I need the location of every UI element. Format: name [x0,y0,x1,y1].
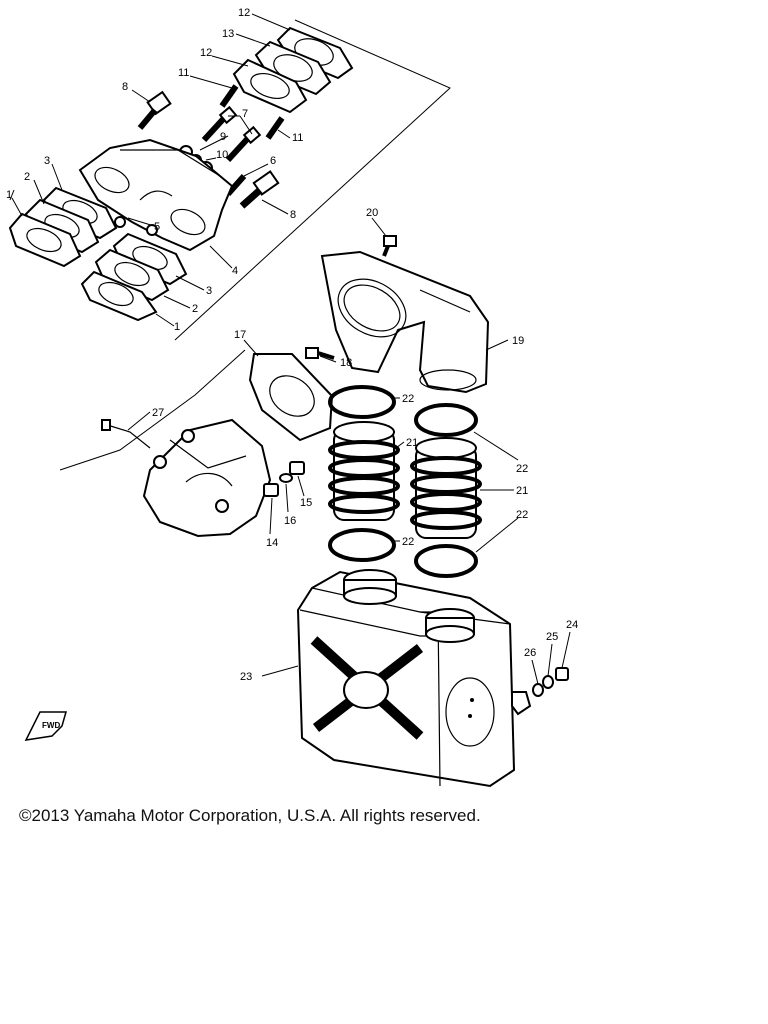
gasket-2-right [94,248,170,302]
intake-silencer-box-23 [296,569,532,788]
callout-18: 18 [340,357,352,369]
callout-1-right: 1 [174,321,180,333]
copyright-notice: ©2013 Yamaha Motor Corporation, U.S.A. A… [19,806,481,825]
manifold-gasket-13 [254,40,332,96]
callout-22-d: 22 [402,536,414,548]
callout-21-b: 21 [516,485,528,497]
nut-15 [289,461,305,475]
carburetor-27 [101,418,272,538]
callout-23: 23 [240,671,252,683]
callout-11-right: 11 [292,132,303,144]
callout-9: 9 [220,131,226,143]
stud-11-right [265,116,285,140]
washer-16 [279,473,293,483]
joint-ring-22-lower-left [328,528,396,562]
callout-16: 16 [284,515,296,527]
callout-17: 17 [234,329,246,341]
joint-ring-22-upper-right [414,403,478,437]
nut-24 [555,667,569,681]
washer-26 [532,683,544,697]
callout-22-c: 22 [516,509,528,521]
parts-exploded-diagram: 12 13 12 11 8 7 11 9 10 6 8 3 2 1 5 4 3 … [6,7,578,788]
intake-manifold-4 [78,138,234,252]
callout-2-left: 2 [24,171,30,183]
callout-2-right: 2 [192,303,198,315]
callout-24: 24 [566,619,578,631]
callout-26: 26 [524,647,536,659]
callout-19: 19 [512,335,524,347]
joint-ring-22-upper-left [328,385,396,419]
nut-14 [263,483,279,497]
spacer-5 [114,216,158,236]
bolt-8-lower [239,170,280,209]
callout-3-left: 3 [44,155,50,167]
screw-18 [305,347,335,360]
callout-4: 4 [232,265,238,277]
callout-7: 7 [242,108,248,120]
rubber-joint-21-left [328,421,400,521]
stud-11-left [219,84,239,108]
callout-8-lower: 8 [290,209,296,221]
manifold-group-outline [9,19,451,471]
leader-lines [11,13,571,685]
joint-ring-22-lower-right [414,544,478,578]
forward-marker-text: FWD [42,721,60,730]
callout-10: 10 [216,149,228,161]
callout-15: 15 [300,497,312,509]
rubber-joint-21-right [410,437,482,539]
callout-3-right: 3 [206,285,212,297]
callout-13: 13 [222,28,234,40]
callout-14: 14 [266,537,278,549]
callout-8-upper: 8 [122,81,128,93]
callout-12-lower: 12 [200,47,212,59]
callout-22-b: 22 [516,463,528,475]
callout-25: 25 [546,631,558,643]
callout-11-left: 11 [178,67,189,79]
washer-25 [542,675,554,689]
carburetor-adapter-17 [248,353,334,442]
callout-22-a: 22 [402,393,414,405]
intake-silencer-elbow-19 [320,250,490,394]
callout-12-top: 12 [238,7,250,19]
callout-5: 5 [154,221,160,233]
callout-6: 6 [270,155,276,167]
callout-1-left: 1 [6,189,12,201]
bolt-8-upper [137,90,172,130]
forward-arrow-icon: FWD [24,711,67,741]
callout-labels: 12 13 12 11 8 7 11 9 10 6 8 3 2 1 5 4 3 … [6,7,578,683]
callout-21-a: 21 [406,437,418,449]
gasket-1-right [80,270,158,322]
callout-20: 20 [366,207,378,219]
callout-27: 27 [152,407,164,419]
bolt-7-pair [201,105,262,163]
manifold-gasket-12-lower [232,58,308,114]
screw-20 [382,235,397,257]
gasket-1-left [8,212,82,268]
